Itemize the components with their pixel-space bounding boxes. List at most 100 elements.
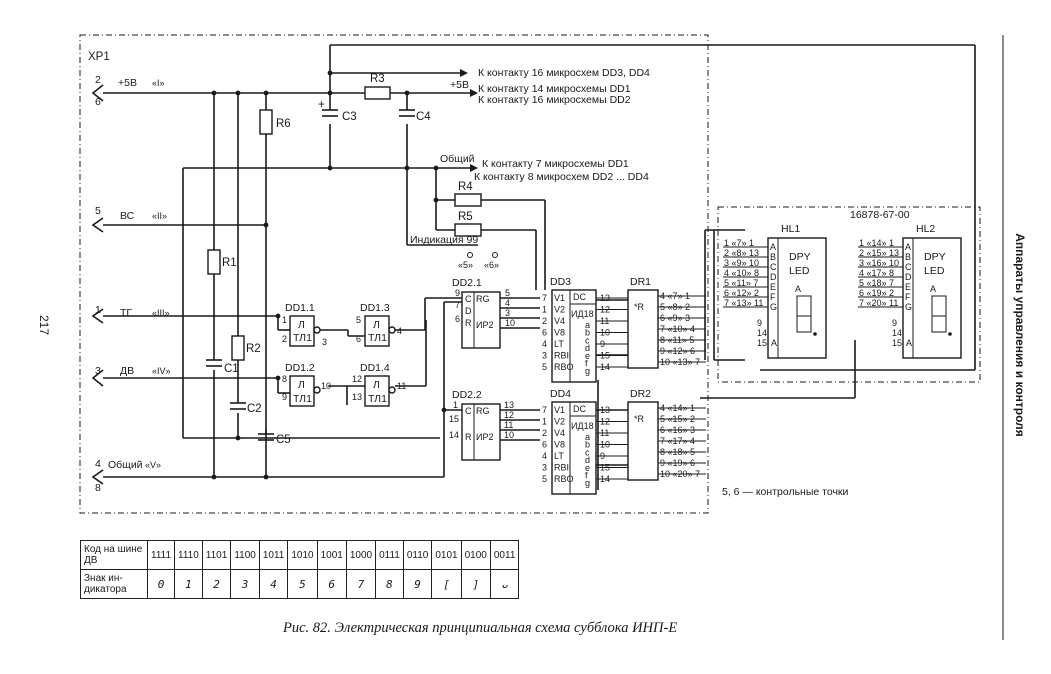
decoder-dc: DC bbox=[573, 292, 586, 302]
display-extra-pin: 14 bbox=[892, 328, 902, 338]
dd14-pin-in2: 13 bbox=[352, 392, 362, 402]
decoder-input: V2 bbox=[554, 305, 565, 315]
signal-plus5v-tag: «I» bbox=[152, 78, 165, 88]
code-cell: 1000 bbox=[345, 540, 377, 570]
dd12-pin-in1: 8 bbox=[282, 374, 287, 384]
pin-4: 4 bbox=[95, 458, 101, 470]
decoder-input: V1 bbox=[554, 405, 565, 415]
r4-label: R4 bbox=[458, 181, 473, 193]
symbol-cell: 7 bbox=[345, 569, 377, 599]
display-extra-pin: 9 bbox=[757, 318, 762, 328]
display-anode: A bbox=[771, 338, 777, 348]
decoder-pin-out: 13 bbox=[600, 405, 610, 415]
driver-pin-out: 9 «19» 6 bbox=[660, 458, 695, 468]
decoder-pin-out: 10 bbox=[600, 440, 610, 450]
decoder-pin-out: 14 bbox=[600, 362, 610, 372]
display-pin: 6 «12» 2 bbox=[724, 288, 759, 298]
decimal-point bbox=[948, 332, 952, 336]
dd22-pin-in-1: 15 bbox=[449, 414, 459, 424]
dd21-pin-out-1: 4 bbox=[505, 298, 510, 308]
segment-glyph bbox=[931, 315, 947, 333]
dd22-pin-out-2: 11 bbox=[504, 420, 513, 430]
driver-pin-out: 10 «13» 7 bbox=[660, 357, 700, 367]
resistor-r4 bbox=[454, 193, 482, 207]
symbol-row-header: Знак ин- дикатора bbox=[80, 569, 148, 599]
symbol-cell: 6 bbox=[316, 569, 347, 599]
decoder-pin-in: 5 bbox=[542, 474, 547, 484]
r5-label: R5 bbox=[458, 211, 473, 223]
decoder-output: d bbox=[585, 343, 590, 353]
display-seg-label: E bbox=[905, 282, 911, 292]
decoder-output: e bbox=[585, 463, 590, 473]
decoder-dc: DC bbox=[573, 404, 586, 414]
driver-pin-out: 6 «16» 3 bbox=[660, 425, 695, 435]
decoder-pin-out: 12 bbox=[600, 305, 610, 315]
register-dd2-1 bbox=[461, 291, 501, 349]
decoder-input: RBO bbox=[554, 362, 574, 372]
test-point-6 bbox=[492, 252, 498, 258]
tp5-label: «5» bbox=[458, 260, 473, 270]
dd11-pin-in1: 1 bbox=[282, 315, 287, 325]
decoder-pin-out: 13 bbox=[600, 293, 610, 303]
dd22-name: DD2.2 bbox=[452, 389, 482, 401]
driver-pin-out: 7 «17» 4 bbox=[660, 436, 695, 446]
decoder-pin-in: 4 bbox=[542, 339, 547, 349]
signal-plus5v: +5В bbox=[118, 77, 137, 89]
code-cell: 1100 bbox=[230, 540, 260, 570]
display-extra-pin: 9 bbox=[892, 318, 897, 328]
dd21-pin-out-2: 3 bbox=[505, 308, 510, 318]
decoder-pin-in: 1 bbox=[542, 305, 547, 315]
display-seg-label: F bbox=[770, 292, 776, 302]
display-led: LED bbox=[924, 265, 945, 277]
dd11-pin-in2: 2 bbox=[282, 334, 287, 344]
decoder-pin-in: 6 bbox=[542, 328, 547, 338]
dd13-name: DD1.3 bbox=[360, 302, 390, 314]
display-seg-label: B bbox=[770, 252, 776, 262]
dd11-pin-out: 3 bbox=[322, 337, 327, 347]
symbol-cell: 4 bbox=[258, 569, 289, 599]
decoder-output: a bbox=[585, 320, 590, 330]
decoder-pin-out: 11 bbox=[600, 428, 609, 438]
decoder-output: g bbox=[585, 478, 590, 488]
code-row-header: Код на шине ДВ bbox=[80, 540, 148, 570]
driver-body bbox=[627, 289, 659, 369]
decoder-output: b bbox=[585, 328, 590, 338]
gate-dd1-2 bbox=[289, 375, 321, 407]
display-extra-pin: 15 bbox=[892, 338, 902, 348]
display-seg-label: G bbox=[770, 302, 777, 312]
capacitor-c2 bbox=[230, 402, 246, 410]
c3-label: C3 bbox=[342, 111, 357, 123]
signal-dv: ДВ bbox=[120, 365, 134, 377]
decoder-pin-in: 5 bbox=[542, 362, 547, 372]
driver-type: *R bbox=[634, 414, 645, 424]
indication-label: Индикация 99 bbox=[410, 234, 478, 246]
pin-3: 3 bbox=[95, 365, 101, 377]
code-cell: 0011 bbox=[489, 540, 520, 570]
signal-common: Общий bbox=[108, 459, 143, 471]
pin-1: 1 bbox=[95, 304, 101, 316]
decoder-pin-in: 2 bbox=[542, 428, 547, 438]
dd12-name: DD1.2 bbox=[285, 362, 315, 374]
display-seg-label: B bbox=[905, 252, 911, 262]
symbol-cell: 1 bbox=[174, 569, 203, 599]
driver-name: DR1 bbox=[630, 276, 651, 288]
decoder-output: b bbox=[585, 440, 590, 450]
display-dpy: DPY bbox=[789, 251, 811, 263]
driver-pin-out: 6 «9» 3 bbox=[660, 313, 690, 323]
decoder-output: g bbox=[585, 366, 590, 376]
dd22-pin-out-3: 10 bbox=[504, 430, 514, 440]
decoder-pin-in: 6 bbox=[542, 440, 547, 450]
display-pin: 4 «10» 8 bbox=[724, 268, 759, 278]
display-seg-label: D bbox=[905, 272, 912, 282]
driver-name: DR2 bbox=[630, 388, 651, 400]
code-cell: 1101 bbox=[201, 540, 232, 570]
dd12-pin-out: 10 bbox=[321, 381, 331, 391]
dd21-pin-in-1: 7 bbox=[455, 300, 460, 310]
dd21-pin-out-0: 5 bbox=[505, 288, 510, 298]
test-point-5 bbox=[467, 252, 473, 258]
display-name: HL2 bbox=[916, 223, 935, 235]
pin-2: 2 bbox=[95, 74, 101, 86]
decoder-pin-out: 15 bbox=[600, 463, 610, 473]
